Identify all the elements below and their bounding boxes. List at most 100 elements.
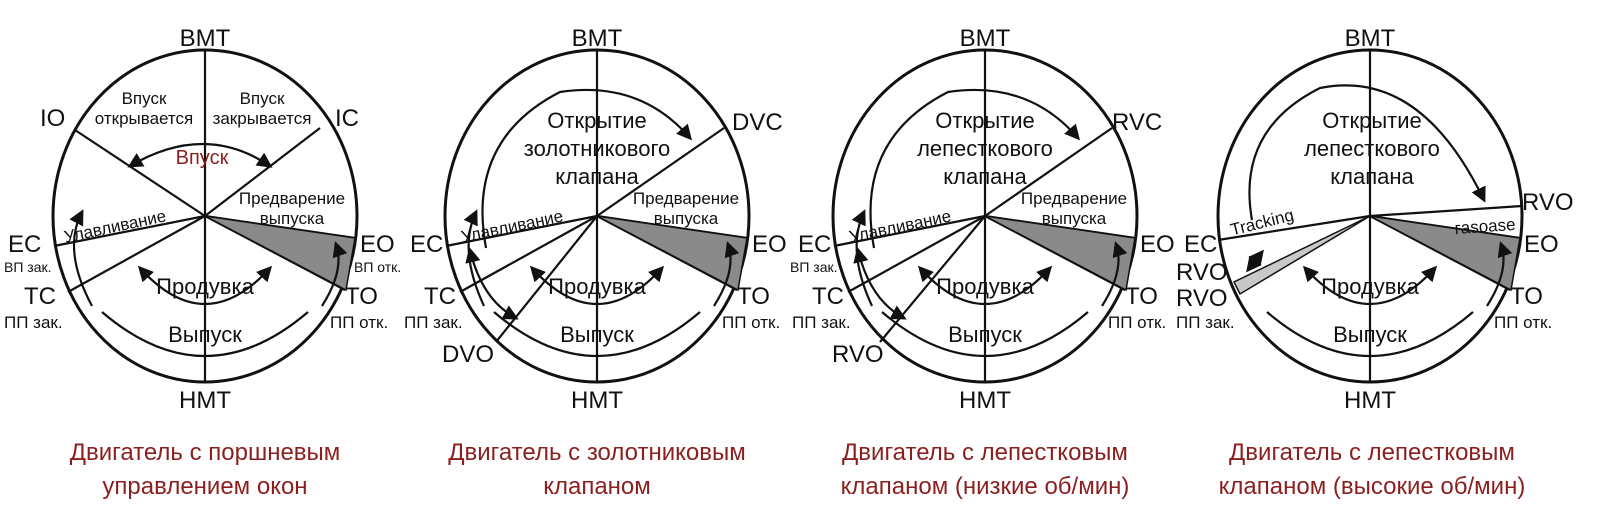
tracking-label: Tracking bbox=[1229, 205, 1296, 239]
caption-line1: Двигатель с лепестковым bbox=[842, 439, 1128, 466]
tdc-label: BMT bbox=[960, 25, 1011, 52]
eo-sub-label: ВП отк. bbox=[354, 259, 401, 275]
to-sub-label: ПП отк. bbox=[330, 313, 388, 332]
purge-label: Продувка bbox=[936, 274, 1034, 299]
eo-label: EO bbox=[752, 231, 787, 258]
lead-arc bbox=[321, 241, 348, 307]
rvo-right-label: RVO bbox=[1522, 189, 1574, 216]
caption-line2: клапаном bbox=[543, 473, 651, 500]
diagram-reed-valve-low-rpm: BMT HMT Открытие лепесткового клапана RV… bbox=[790, 25, 1175, 500]
tc-sub-label: ПП зак. bbox=[792, 313, 851, 332]
tc-label: TC bbox=[24, 283, 56, 310]
diagram-piston-port: BMT HMT IO IC Впуск открывается Впуск за… bbox=[4, 25, 401, 500]
to-sub-label: ПП отк. bbox=[1108, 313, 1166, 332]
valve-open-line3: клапана bbox=[1330, 164, 1414, 189]
to-label: TO bbox=[1125, 283, 1158, 310]
purge-arc bbox=[917, 265, 1053, 306]
purge-label: Продувка bbox=[548, 274, 646, 299]
valve-open-line1: Открытие bbox=[935, 108, 1034, 133]
exhaust-arc bbox=[493, 311, 701, 358]
rvo-sector bbox=[1232, 215, 1371, 296]
ec-sub-label: ВП зак. bbox=[4, 259, 52, 275]
dvc-line bbox=[596, 127, 725, 217]
tc-label: TC bbox=[812, 283, 844, 310]
exhaust-arc bbox=[101, 311, 309, 358]
intake-label: Впуск bbox=[176, 147, 229, 169]
rvo-arc bbox=[853, 247, 907, 320]
rvc-line bbox=[984, 127, 1113, 217]
caption-line1: Двигатель с золотниковым bbox=[448, 439, 746, 466]
valve-open-line2: лепесткового bbox=[1304, 136, 1440, 161]
ec-label: EC bbox=[798, 231, 831, 258]
caption-line1: Двигатель с лепестковым bbox=[1229, 439, 1515, 466]
io-label: IO bbox=[40, 105, 65, 132]
exhaust-lead-sector bbox=[1369, 215, 1521, 292]
bdc-label: HMT bbox=[571, 387, 623, 414]
ec-line bbox=[445, 214, 598, 248]
bdc-label: HMT bbox=[179, 387, 231, 414]
exhaust-label: Выпуск bbox=[1333, 322, 1407, 347]
ec-line bbox=[53, 214, 206, 248]
dvo-arc bbox=[465, 247, 519, 320]
tc-sub-label: ПП зак. bbox=[4, 313, 63, 332]
to-label: TO bbox=[1510, 283, 1543, 310]
valve-open-line2: золотникового bbox=[524, 136, 671, 161]
intake-open-line1: Впуск bbox=[122, 89, 167, 108]
catch-arc bbox=[69, 209, 93, 307]
lead-arc bbox=[1486, 241, 1513, 307]
exhaust-lead-line2: выпуска bbox=[654, 209, 719, 228]
tc-sub-label: ПП зак. bbox=[404, 313, 463, 332]
io-line bbox=[74, 129, 206, 217]
tdc-label: BMT bbox=[180, 25, 231, 52]
exhaust-lead-line1: Предварение bbox=[239, 189, 345, 208]
exhaust-lead-sector bbox=[596, 215, 748, 292]
purge-label: Продувка bbox=[156, 274, 254, 299]
exhaust-lead-line2: выпуска bbox=[260, 209, 325, 228]
lead-arc bbox=[1101, 241, 1128, 307]
ic-line bbox=[204, 127, 321, 217]
valve-open-arc bbox=[1248, 84, 1486, 221]
exhaust-lead-line2: выпуска bbox=[1042, 209, 1107, 228]
tdc-label: BMT bbox=[1345, 25, 1396, 52]
exhaust-lead-line1: Предварение bbox=[1021, 189, 1127, 208]
tdc-label: BMT bbox=[572, 25, 623, 52]
caption-line2: клапаном (высокие об/мин) bbox=[1219, 473, 1526, 500]
ec-line bbox=[1217, 214, 1371, 242]
ec-line bbox=[833, 214, 986, 248]
ec-label: EC bbox=[8, 231, 41, 258]
to-label: TO bbox=[737, 283, 770, 310]
exhaust-arc bbox=[881, 311, 1089, 358]
rvo-left2-sub-label: ПП зак. bbox=[1176, 313, 1235, 332]
diagram-reed-valve-high-rpm: BMT HMT Открытие лепесткового клапана RV… bbox=[1176, 25, 1574, 500]
purge-arc bbox=[529, 265, 665, 306]
eo-label: EO bbox=[1524, 231, 1559, 258]
diagram-rotary-valve: BMT HMT Открытие золотникового клапана D… bbox=[404, 25, 787, 500]
rvc-label: RVC bbox=[1112, 109, 1162, 136]
exhaust-lead-sector bbox=[984, 215, 1136, 292]
exhaust-lead-sector bbox=[204, 215, 356, 292]
rvo-left2-label: RVO bbox=[1176, 285, 1228, 312]
valve-open-line3: клапана bbox=[943, 164, 1027, 189]
valve-open-line2: лепесткового bbox=[917, 136, 1053, 161]
intake-arc bbox=[127, 143, 273, 168]
ic-label: IC bbox=[335, 105, 359, 132]
ec-label: EC bbox=[410, 231, 443, 258]
exhaust-label: Выпуск bbox=[948, 322, 1022, 347]
bdc-label: HMT bbox=[1344, 387, 1396, 414]
lead-arc bbox=[713, 241, 740, 307]
to-label: TO bbox=[345, 283, 378, 310]
exhaust-label: Выпуск bbox=[560, 322, 634, 347]
rvo-right-line bbox=[1369, 204, 1523, 218]
intake-open-line2: открывается bbox=[95, 109, 193, 128]
to-sub-label: ПП отк. bbox=[1494, 313, 1552, 332]
purge-arc bbox=[1302, 265, 1438, 306]
eo-label: EO bbox=[360, 231, 395, 258]
tc-line bbox=[67, 215, 206, 293]
valve-open-line1: Открытие bbox=[1322, 108, 1421, 133]
to-sub-label: ПП отк. bbox=[722, 313, 780, 332]
eo-label: EO bbox=[1140, 231, 1175, 258]
intake-close-line2: закрывается bbox=[213, 109, 312, 128]
purge-label: Продувка bbox=[1321, 274, 1419, 299]
tracking-arrow bbox=[1246, 249, 1264, 273]
ec-label: EC bbox=[1184, 231, 1217, 258]
